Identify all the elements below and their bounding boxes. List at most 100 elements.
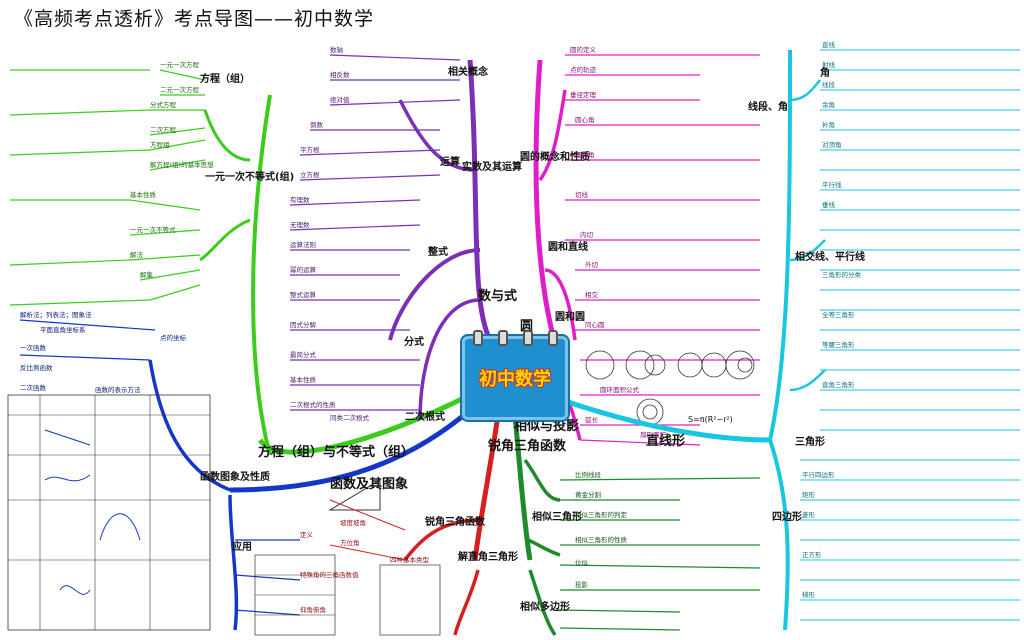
ring-icon [472, 330, 483, 346]
purple-leaf-label: 有理数 [290, 195, 310, 204]
darkgreen-leaf-label: 相似三角形的判定 [575, 510, 628, 519]
darkgreen-leaf-label: 位似 [575, 558, 589, 567]
purple-leaf-label: 平方根 [300, 145, 320, 154]
label-xiangsi: 相似与投影 [514, 418, 579, 434]
magenta-leaves [565, 54, 760, 446]
label-hanshu-tu: 函数图象及性质 [200, 470, 270, 483]
purple-leaf-label: 整式运算 [290, 290, 317, 299]
branch-zhixian [561, 49, 826, 631]
magenta-leaf-label: 点的轨迹 [570, 65, 597, 74]
darkgreen-leaf-label: 比例线段 [575, 470, 602, 479]
cyan-leaf-label: 平行四边形 [802, 470, 835, 479]
darkgreen-leaf-label: 黄金分割 [575, 490, 602, 499]
purple-leaf-label: 幂的运算 [290, 265, 317, 274]
label-sibian: 四边形 [772, 510, 802, 523]
cyan-leaf-label: 等腰三角形 [822, 340, 855, 349]
green-leaf-label: 解方程(组)的基本思想 [150, 160, 214, 169]
binder-rings [465, 330, 565, 346]
purple-leaf-label: 倒数 [310, 120, 324, 129]
label-yuan-gainian: 圆的概念和性质 [520, 150, 590, 163]
blue-leaf-label: 函数的表示方法 [95, 385, 141, 394]
center-title: 初中数学 [479, 369, 551, 390]
purple-leaf-label: 数轴 [330, 45, 344, 54]
label-ruijiao-ce: 锐角三角函数 [425, 515, 486, 528]
label-ruijiao: 锐角三角函数 [488, 438, 567, 454]
ring-area-formula: S=π(R²−r²) [688, 415, 733, 424]
cyan-leaf-label: 正方形 [802, 550, 822, 559]
cyan-leaf-label: 全等三角形 [822, 310, 855, 319]
purple-leaf-label: 基本性质 [290, 375, 317, 384]
cyan-leaf-label: 梯形 [802, 590, 816, 599]
label-hanshu: 函数及其图象 [330, 476, 408, 492]
magenta-leaf-label: 扇形面积 [640, 430, 667, 439]
cyan-leaf-label: 垂线 [822, 200, 836, 209]
ring-icon [547, 330, 558, 346]
darkgreen-leaf-label: 投影 [575, 580, 589, 589]
green-leaf-label: 一元一次方程 [160, 60, 200, 69]
purple-leaf-label: 相反数 [330, 70, 350, 79]
cyan-leaf-label: 平行线 [822, 180, 842, 189]
cyan-leaf-label: 补角 [822, 120, 835, 129]
label-jieshi: 解直角三角形 [458, 550, 518, 563]
magenta-leaf-label: 圆心角 [575, 115, 595, 124]
darkgreen-leaves [559, 477, 761, 631]
red-leaf-label: 特殊角的三角函数值 [300, 570, 359, 579]
label-fangcheng-zu: 方程（组） [200, 72, 250, 85]
green-leaf-label: 方程组 [150, 140, 170, 149]
green-leaf-label: 一元一次不等式 [130, 225, 176, 234]
magenta-leaf-label: 垂径定理 [570, 90, 597, 99]
cyan-leaf-label: 矩形 [802, 490, 816, 499]
green-leaf-label: 基本性质 [130, 190, 157, 199]
label-xiangjiao: 相交线、平行线 [795, 250, 865, 263]
branch-fangcheng [199, 94, 472, 456]
blue-leaf-label: 平面直角坐标系 [40, 325, 86, 334]
cyan-leaf-label: 菱形 [802, 510, 816, 519]
label-fenshi: 分式 [404, 335, 424, 348]
blue-grid [7, 394, 211, 631]
label-xianduan: 线段、角 [748, 100, 788, 113]
magenta-leaf-label: 弧长 [585, 415, 599, 424]
blue-leaf-label: 一次函数 [20, 343, 47, 352]
red-leaf-label: 定义 [300, 530, 314, 539]
blue-leaves [19, 319, 301, 616]
red-leaf-label: 方位角 [340, 538, 360, 547]
green-leaf-label: 二元一次方程 [160, 85, 200, 94]
darkgreen-leaf-label: 相似三角形的性质 [575, 535, 628, 544]
magenta-leaf-label: 同心圆 [585, 321, 605, 329]
label-jiao: 角 [820, 66, 830, 79]
purple-leaf-label: 同类二次根式 [330, 413, 370, 422]
magenta-leaf-label: 圆环面积公式 [600, 385, 640, 394]
red-leaf-label: 四种基本类型 [390, 555, 430, 564]
green-leaves [9, 69, 206, 306]
red-leaves [254, 479, 441, 636]
cyan-leaf-label: 三角形的分类 [822, 270, 862, 279]
label-xiangsi-sj: 相似三角形 [532, 510, 582, 523]
purple-leaves [289, 54, 461, 411]
green-leaf-label: 解法 [130, 250, 144, 259]
purple-leaf-label: 二次根式的性质 [290, 400, 336, 409]
page-title: 《高频考点透析》考点导图——初中数学 [14, 8, 375, 30]
label-yunsuan: 运算 [440, 155, 460, 168]
branch-xiangsi [512, 414, 561, 636]
cyan-leaf-label: 直线 [822, 40, 836, 49]
ring-icon [522, 330, 533, 346]
purple-leaf-label: 绝对值 [330, 95, 350, 104]
red-leaf-label: 坡度坡角 [340, 518, 366, 527]
magenta-leaf-label: 外切 [585, 260, 599, 269]
cyan-leaf-label: 线段 [822, 80, 836, 89]
purple-leaf-label: 立方根 [300, 170, 320, 179]
label-yuan-zhixian: 圆和直线 [548, 240, 588, 253]
center-node[interactable]: 初中数学 [462, 330, 568, 420]
cyan-leaf-label: 对顶角 [822, 140, 842, 149]
purple-leaf-label: 运算法则 [290, 240, 316, 249]
red-leaf-label: 仰角俯角 [300, 605, 326, 614]
magenta-leaf-label: 相交 [585, 290, 599, 299]
branch-ruijiao [403, 414, 501, 636]
purple-leaf-label: 最简分式 [290, 350, 317, 359]
cyan-leaves [800, 49, 1020, 621]
green-leaf-label: 分式方程 [150, 100, 177, 109]
cyan-leaf-label: 直角三角形 [822, 380, 855, 389]
blue-leaf-label: 反比例函数 [20, 363, 53, 372]
magenta-leaf-label: 内切 [580, 230, 594, 239]
label-zhixianxing: 直线形 [646, 433, 685, 449]
